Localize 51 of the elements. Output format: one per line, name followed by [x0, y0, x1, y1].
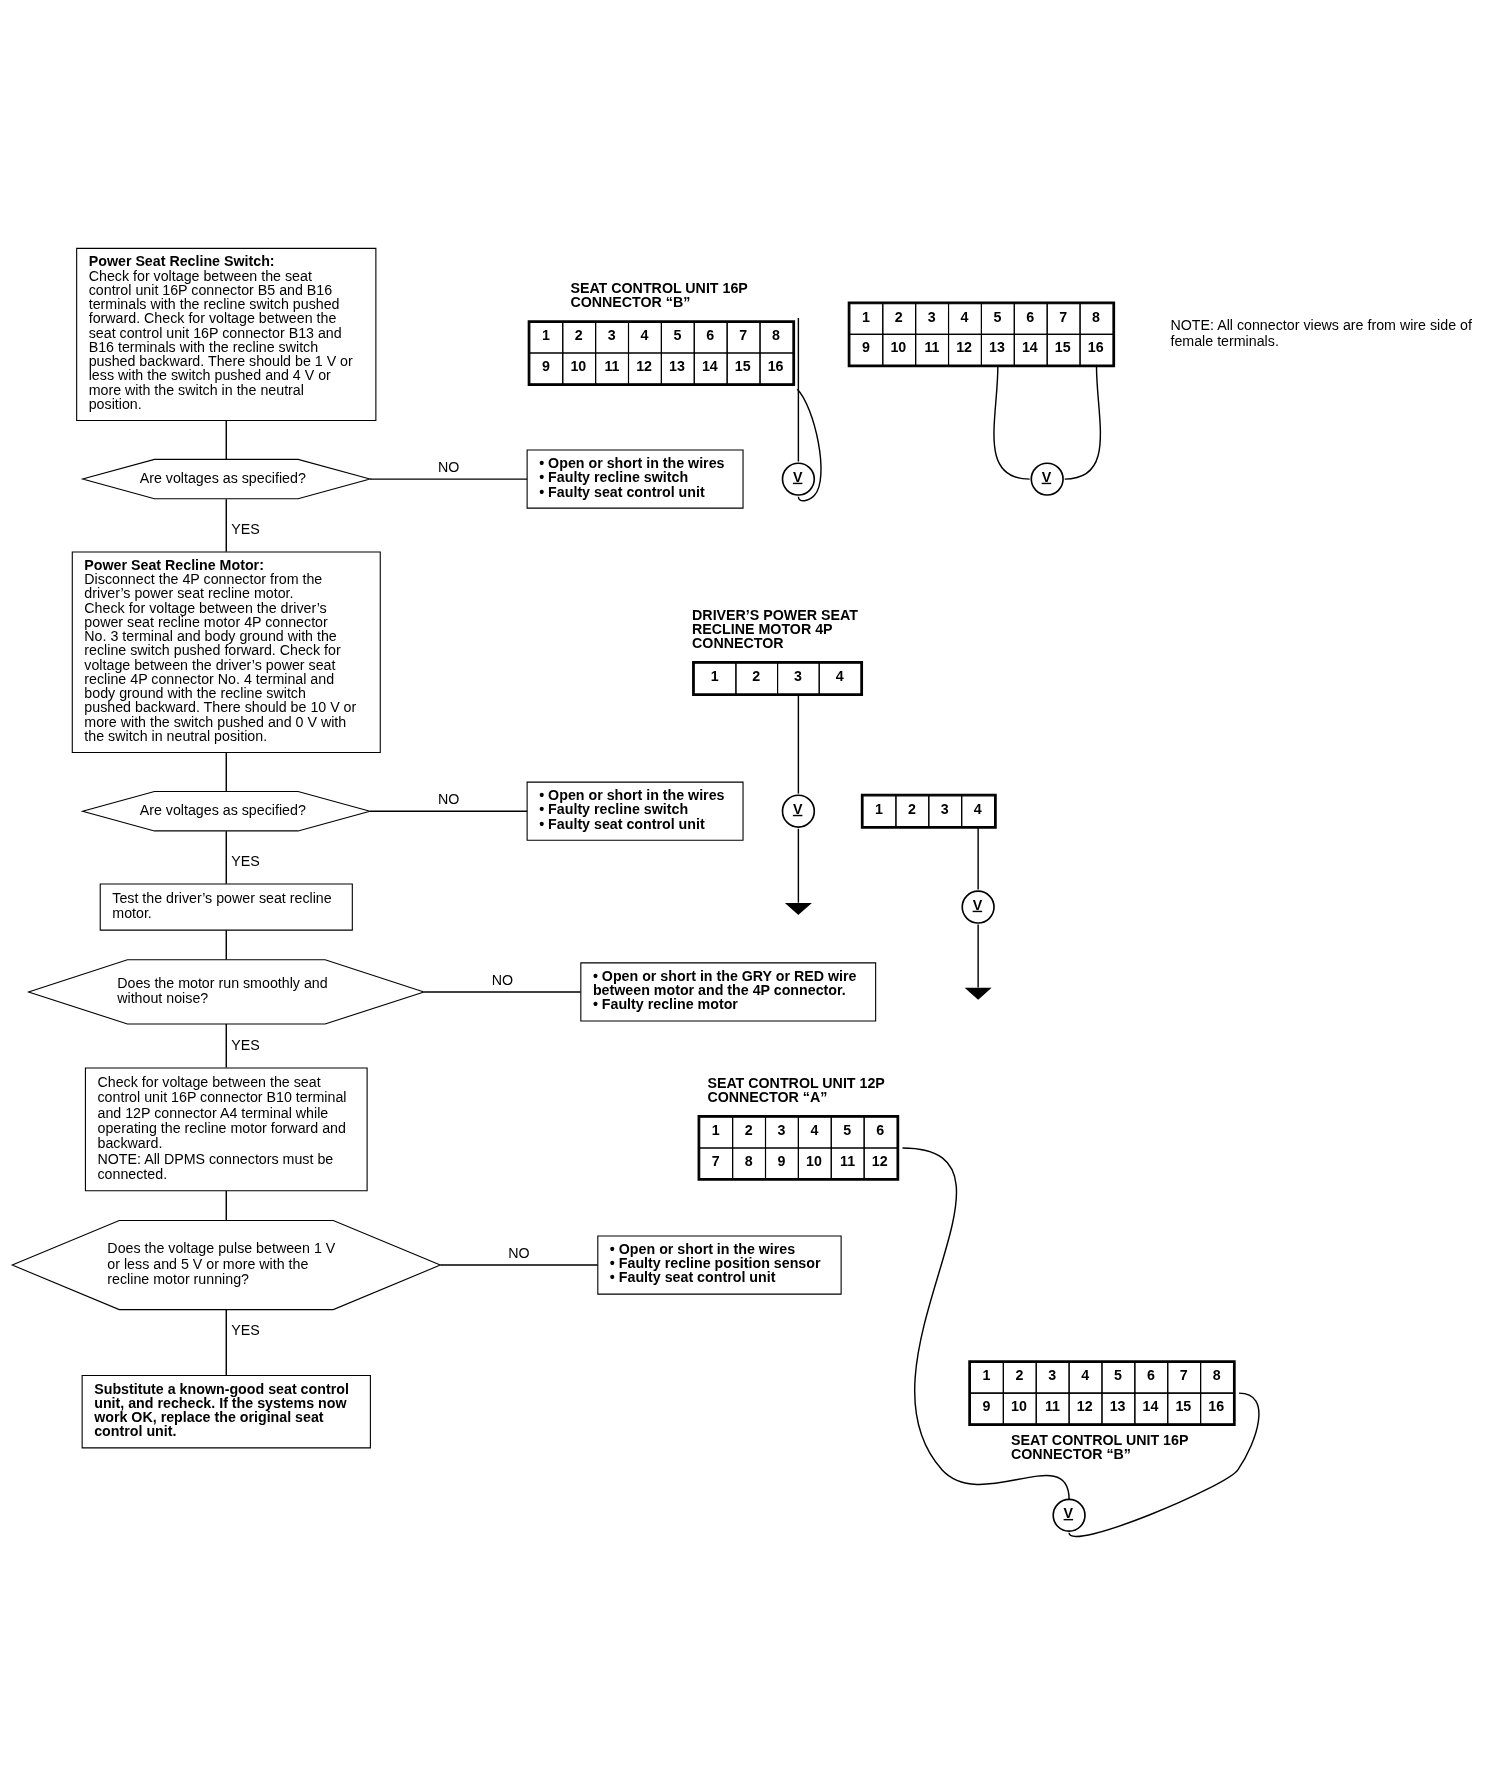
node-circle: V	[961, 889, 995, 924]
connector	[225, 929, 227, 960]
connector	[225, 751, 227, 792]
connector	[423, 990, 582, 993]
edge-label: NO	[437, 458, 460, 475]
connector	[225, 497, 227, 552]
node-circle: V	[781, 461, 816, 496]
node-circle: V	[1052, 1498, 1086, 1532]
connector	[225, 830, 227, 884]
edge-label: YES	[231, 852, 260, 869]
connector	[225, 1308, 227, 1376]
edge-label: YES	[231, 1321, 260, 1338]
node-ground	[964, 987, 992, 1000]
connector	[225, 1022, 227, 1068]
node-label: SEAT CONTROL UNIT 12P CONNECTOR “A”	[707, 1074, 885, 1105]
connector	[225, 419, 227, 460]
node-box: Power Seat Recline Motor: Disconnect the 4P connector from the driver’s power seat recline motor. Check for voltage between the driver’s power seat recline motor 4P connector No. 3 terminal and body ground with the recline switch pushed forward. Check for voltage between the driver’s power seat recline 4P connector No. 4 terminal and body ground with the recline switch pushed backward. There should be 10 V or more with the switch pushed and 0 V with the switch in neutral position.	[71, 550, 381, 753]
connector	[901, 1146, 1070, 1500]
edge-label: YES	[231, 520, 260, 537]
edge-label: YES	[231, 1036, 260, 1053]
node-label: SEAT CONTROL UNIT 16P CONNECTOR “B”	[570, 279, 748, 310]
label: NOTE: All connector views are from wire side of female terminals.	[1170, 316, 1472, 349]
node-box: • Open or short in the wires • Faulty recline switch • Faulty seat control unit	[526, 449, 744, 509]
node-box: • Open or short in the GRY or RED wire between motor and the 4P connector. • Faulty recline motor	[580, 961, 877, 1021]
node-label: SEAT CONTROL UNIT 16P CONNECTOR “B”	[1011, 1431, 1189, 1462]
connector	[369, 477, 528, 480]
node-box: Substitute a known-good seat control unit, and recheck. If the systems now work OK, replace the original seat control unit.	[81, 1374, 371, 1448]
connector	[993, 365, 1031, 480]
edge-label: NO	[491, 971, 514, 988]
edge-label: NO	[508, 1244, 530, 1261]
connector	[1064, 365, 1102, 480]
connector	[1068, 1391, 1260, 1537]
connector	[797, 316, 800, 462]
node-ground	[784, 902, 812, 915]
node-box: • Open or short in the wires • Faulty recline switch • Faulty seat control unit	[526, 781, 744, 841]
connector	[797, 827, 800, 903]
connector	[225, 1189, 227, 1221]
edge-label: NO	[437, 790, 460, 807]
node-box: Power Seat Recline Switch: Check for voltage between the seat control unit 16P connector B5 and B16 terminals with the recline switch pushed forward. Check for voltage between the seat control unit 16P connector B13 and B16 terminals with the recline switch pushed backward. There should be 1 V or less with the switch pushed and 4 V or more with the switch in the neutral position.	[76, 247, 377, 421]
connector	[369, 809, 528, 812]
connector	[796, 388, 822, 501]
node-box: Check for voltage between the seat control unit 16P connector B10 terminal and 12P connector A4 terminal while operating the recline motor forward and backward. NOTE: All DPMS connectors must be connected.	[84, 1066, 368, 1191]
node-box: • Open or short in the wires • Faulty recline position sensor • Faulty seat control unit	[597, 1234, 842, 1295]
node-circle: V	[1030, 461, 1064, 496]
connector	[797, 693, 800, 794]
connector	[439, 1263, 599, 1266]
node-circle: V	[781, 793, 816, 828]
connector	[977, 923, 979, 988]
node-label: DRIVER’S POWER SEAT RECLINE MOTOR 4P CONNECTOR	[692, 606, 858, 651]
connector	[977, 826, 979, 890]
node-box: Test the driver’s power seat recline motor.	[99, 883, 353, 931]
